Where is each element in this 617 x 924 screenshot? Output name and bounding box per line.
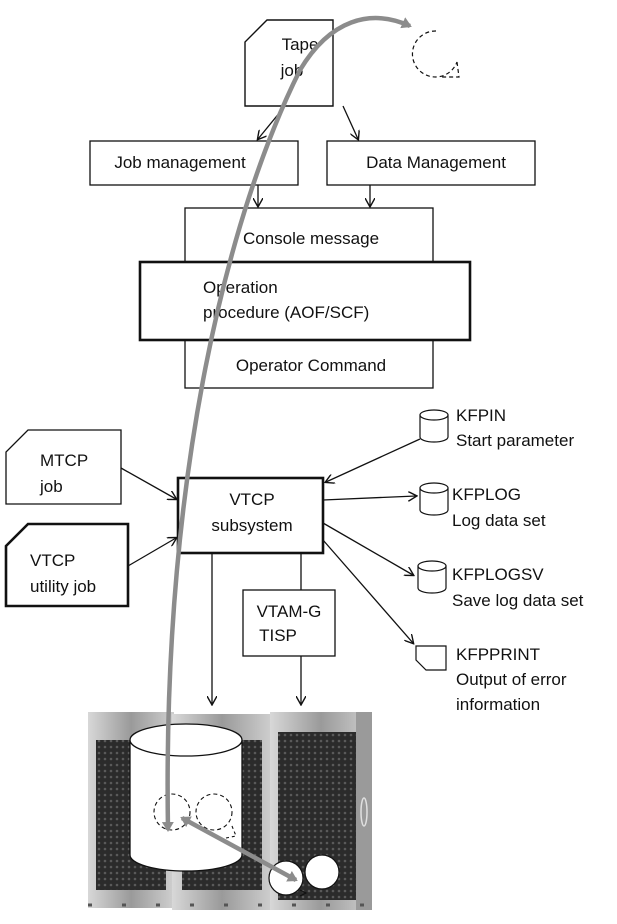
mtcp-job-label-2: job [39, 477, 63, 496]
operator-command-label: Operator Command [236, 356, 386, 375]
arrow-utility-to-vtcp [127, 538, 176, 567]
kfpin-dataset: KFPIN Start parameter [419, 406, 574, 450]
cylinder-icon [419, 482, 449, 516]
document-icon [5, 429, 122, 505]
kfpprint-desc-1: Output of error [456, 670, 567, 689]
tape-reel-icon [411, 30, 460, 78]
cylinder-icon [419, 409, 449, 443]
arrow-tape-to-data-mgmt [342, 105, 358, 139]
operation-procedure-label-1: Operation [203, 278, 278, 297]
console-message-label: Console message [243, 229, 379, 248]
arrow-kfpin-to-vtcp [326, 438, 421, 482]
kfplog-name: KFPLOG [452, 485, 521, 504]
mtcp-job-label-1: MTCP [40, 451, 88, 470]
vtam-label-1: VTAM-G [257, 602, 322, 621]
vtcp-utility-label-1: VTCP [30, 551, 75, 570]
vtcp-utility-job-node: VTCP utility job [4, 522, 130, 608]
document-icon [4, 522, 130, 608]
disk-tape-transfer-arrow [180, 816, 298, 882]
vtcp-utility-label-2: utility job [30, 577, 96, 596]
vtam-g-tisp-box [242, 589, 336, 657]
tape-flow-arrow [161, 16, 412, 832]
arrow-mtcp-to-vtcp [120, 467, 176, 499]
mtcp-job-node: MTCP job [5, 429, 122, 505]
kfpprint-name: KFPPRINT [456, 645, 540, 664]
kfpin-desc: Start parameter [456, 431, 574, 450]
data-management-label: Data Management [366, 153, 506, 172]
kfplogsv-dataset: KFPLOGSV Save log data set [417, 560, 584, 610]
arrow-vtcp-to-kfplogsv [322, 522, 413, 575]
operation-procedure-label-2: procedure (AOF/SCF) [203, 303, 369, 322]
vtcp-subsystem-label-2: subsystem [211, 516, 292, 535]
arrow-vtcp-to-kfplog [322, 496, 416, 500]
job-management-label: Job management [114, 153, 246, 172]
vtcp-subsystem-label-1: VTCP [229, 490, 274, 509]
kfpprint-dataset: KFPPRINT Output of error information [415, 645, 567, 714]
kfpin-name: KFPIN [456, 406, 506, 425]
kfpprint-desc-2: information [456, 695, 540, 714]
arrow-vtcp-to-kfpprint [322, 539, 413, 643]
vtam-label-2: TISP [259, 626, 297, 645]
disk-cylinder-icon [129, 723, 243, 872]
kfplogsv-name: KFPLOGSV [452, 565, 544, 584]
kfplogsv-desc: Save log data set [452, 591, 584, 610]
kfplog-dataset: KFPLOG Log data set [419, 482, 546, 530]
operation-procedure-box [138, 260, 472, 342]
cylinder-icon [417, 560, 447, 594]
document-icon [415, 645, 447, 671]
kfplog-desc: Log data set [452, 511, 546, 530]
